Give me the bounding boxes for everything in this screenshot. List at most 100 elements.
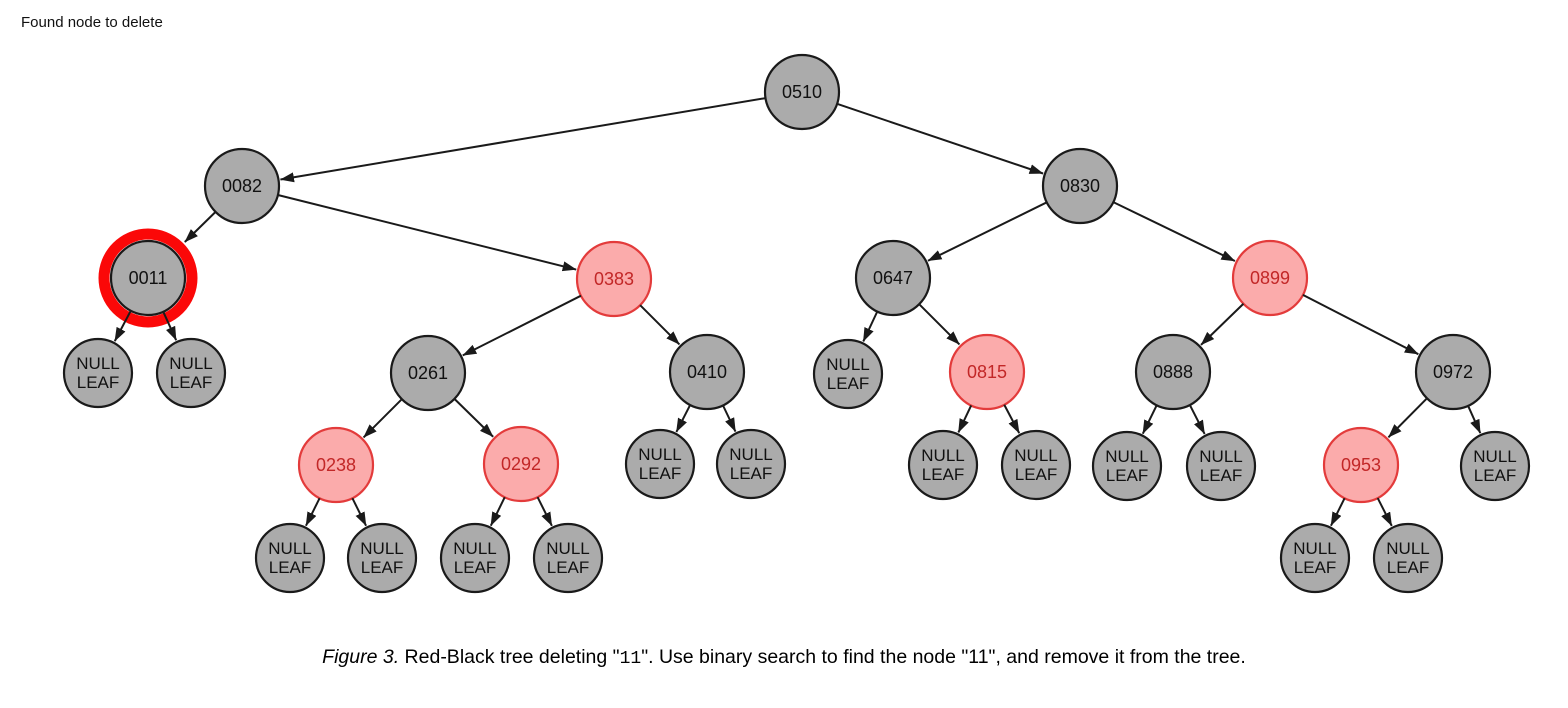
caption-segment: ". Use binary search to find the node "1… (641, 646, 1246, 668)
tree-edge-0292-nil-0292-l (489, 496, 506, 527)
tree-node-0238: 0238 (297, 426, 375, 504)
svg-text:0082: 0082 (222, 176, 262, 196)
tree-edge-0647-nil-0647-l (862, 311, 879, 342)
tree-edge-0238-nil-0238-r (351, 497, 367, 527)
tree-edge-0261-0292 (453, 398, 494, 438)
tree-edge-0830-0647 (927, 201, 1048, 262)
tree-node-0011: 0011 (98, 228, 198, 328)
tree-edge-0888-nil-0888-r (1188, 404, 1206, 435)
tree-node-0888: 0888 (1134, 333, 1212, 411)
svg-text:0830: 0830 (1060, 176, 1100, 196)
tree-edges (113, 97, 1482, 527)
svg-text:0238: 0238 (316, 455, 356, 475)
tree-edge-0510-0082 (279, 97, 766, 183)
caption-segment: Figure 3. (322, 646, 400, 668)
tree-node-0510: 0510 (763, 53, 841, 131)
tree-edge-0292-nil-0292-r (536, 496, 553, 527)
tree-edge-0238-nil-0238-l (305, 497, 321, 527)
svg-text:0888: 0888 (1153, 362, 1193, 382)
tree-node-0830: 0830 (1041, 147, 1119, 225)
tree-node-0899: 0899 (1231, 239, 1309, 317)
tree-node-0972: 0972 (1414, 333, 1492, 411)
svg-text:0292: 0292 (501, 454, 541, 474)
tree-edge-0383-0410 (639, 304, 681, 346)
tree-node-0261: 0261 (389, 334, 467, 412)
svg-text:0953: 0953 (1341, 455, 1381, 475)
tree-edge-0082-0011 (184, 211, 217, 243)
svg-text:0383: 0383 (594, 269, 634, 289)
tree-edge-0815-nil-0815-r (1003, 404, 1021, 434)
tree-node-0383: 0383 (575, 240, 653, 318)
tree-edge-0830-0899 (1112, 201, 1236, 262)
delete-highlight-ring (98, 228, 198, 328)
tree-edge-0647-0815 (918, 303, 961, 346)
caption-segment: Red-Black tree deleting " (399, 646, 620, 668)
tree-edge-0510-0830 (836, 102, 1044, 175)
tree-edge-0972-0953 (1387, 397, 1428, 438)
tree-node-0410: 0410 (668, 333, 746, 411)
svg-text:0972: 0972 (1433, 362, 1473, 382)
svg-text:0899: 0899 (1250, 268, 1290, 288)
tree-edge-0953-nil-0953-l (1330, 497, 1346, 527)
tree-edge-0082-0383 (277, 194, 577, 272)
figure-caption: Figure 3. Red-Black tree deleting "11". … (0, 646, 1568, 669)
tree-edge-0888-nil-0888-l (1141, 404, 1158, 435)
tree-edge-0815-nil-0815-l (957, 405, 973, 433)
caption-segment: 11 (619, 649, 642, 669)
tree-edge-0972-nil-0972-r (1467, 405, 1482, 434)
tree-edge-0261-0238 (362, 398, 403, 439)
svg-text:0410: 0410 (687, 362, 727, 382)
svg-text:0261: 0261 (408, 363, 448, 383)
tree-node-0953: 0953 (1322, 426, 1400, 504)
tree-edge-0011-nil-0011-r (162, 311, 178, 341)
tree-node-0647: 0647 (854, 239, 932, 317)
tree-edge-0410-nil-0410-l (675, 404, 692, 433)
svg-text:0510: 0510 (782, 82, 822, 102)
svg-text:0815: 0815 (967, 362, 1007, 382)
tree-edge-0899-0888 (1200, 303, 1245, 346)
status-text: Found node to delete (21, 14, 163, 31)
tree-edge-0011-nil-0011-l (113, 310, 132, 342)
tree-node-0815: 0815 (948, 333, 1026, 411)
tree-node-0082: 0082 (203, 147, 281, 225)
svg-text:0647: 0647 (873, 268, 913, 288)
svg-text:0011: 0011 (129, 268, 168, 288)
tree-node-0292: 0292 (482, 425, 560, 503)
tree-edge-0383-0261 (462, 294, 582, 357)
tree-edge-0953-nil-0953-r (1376, 497, 1393, 527)
tree-edge-0899-0972 (1302, 294, 1419, 356)
